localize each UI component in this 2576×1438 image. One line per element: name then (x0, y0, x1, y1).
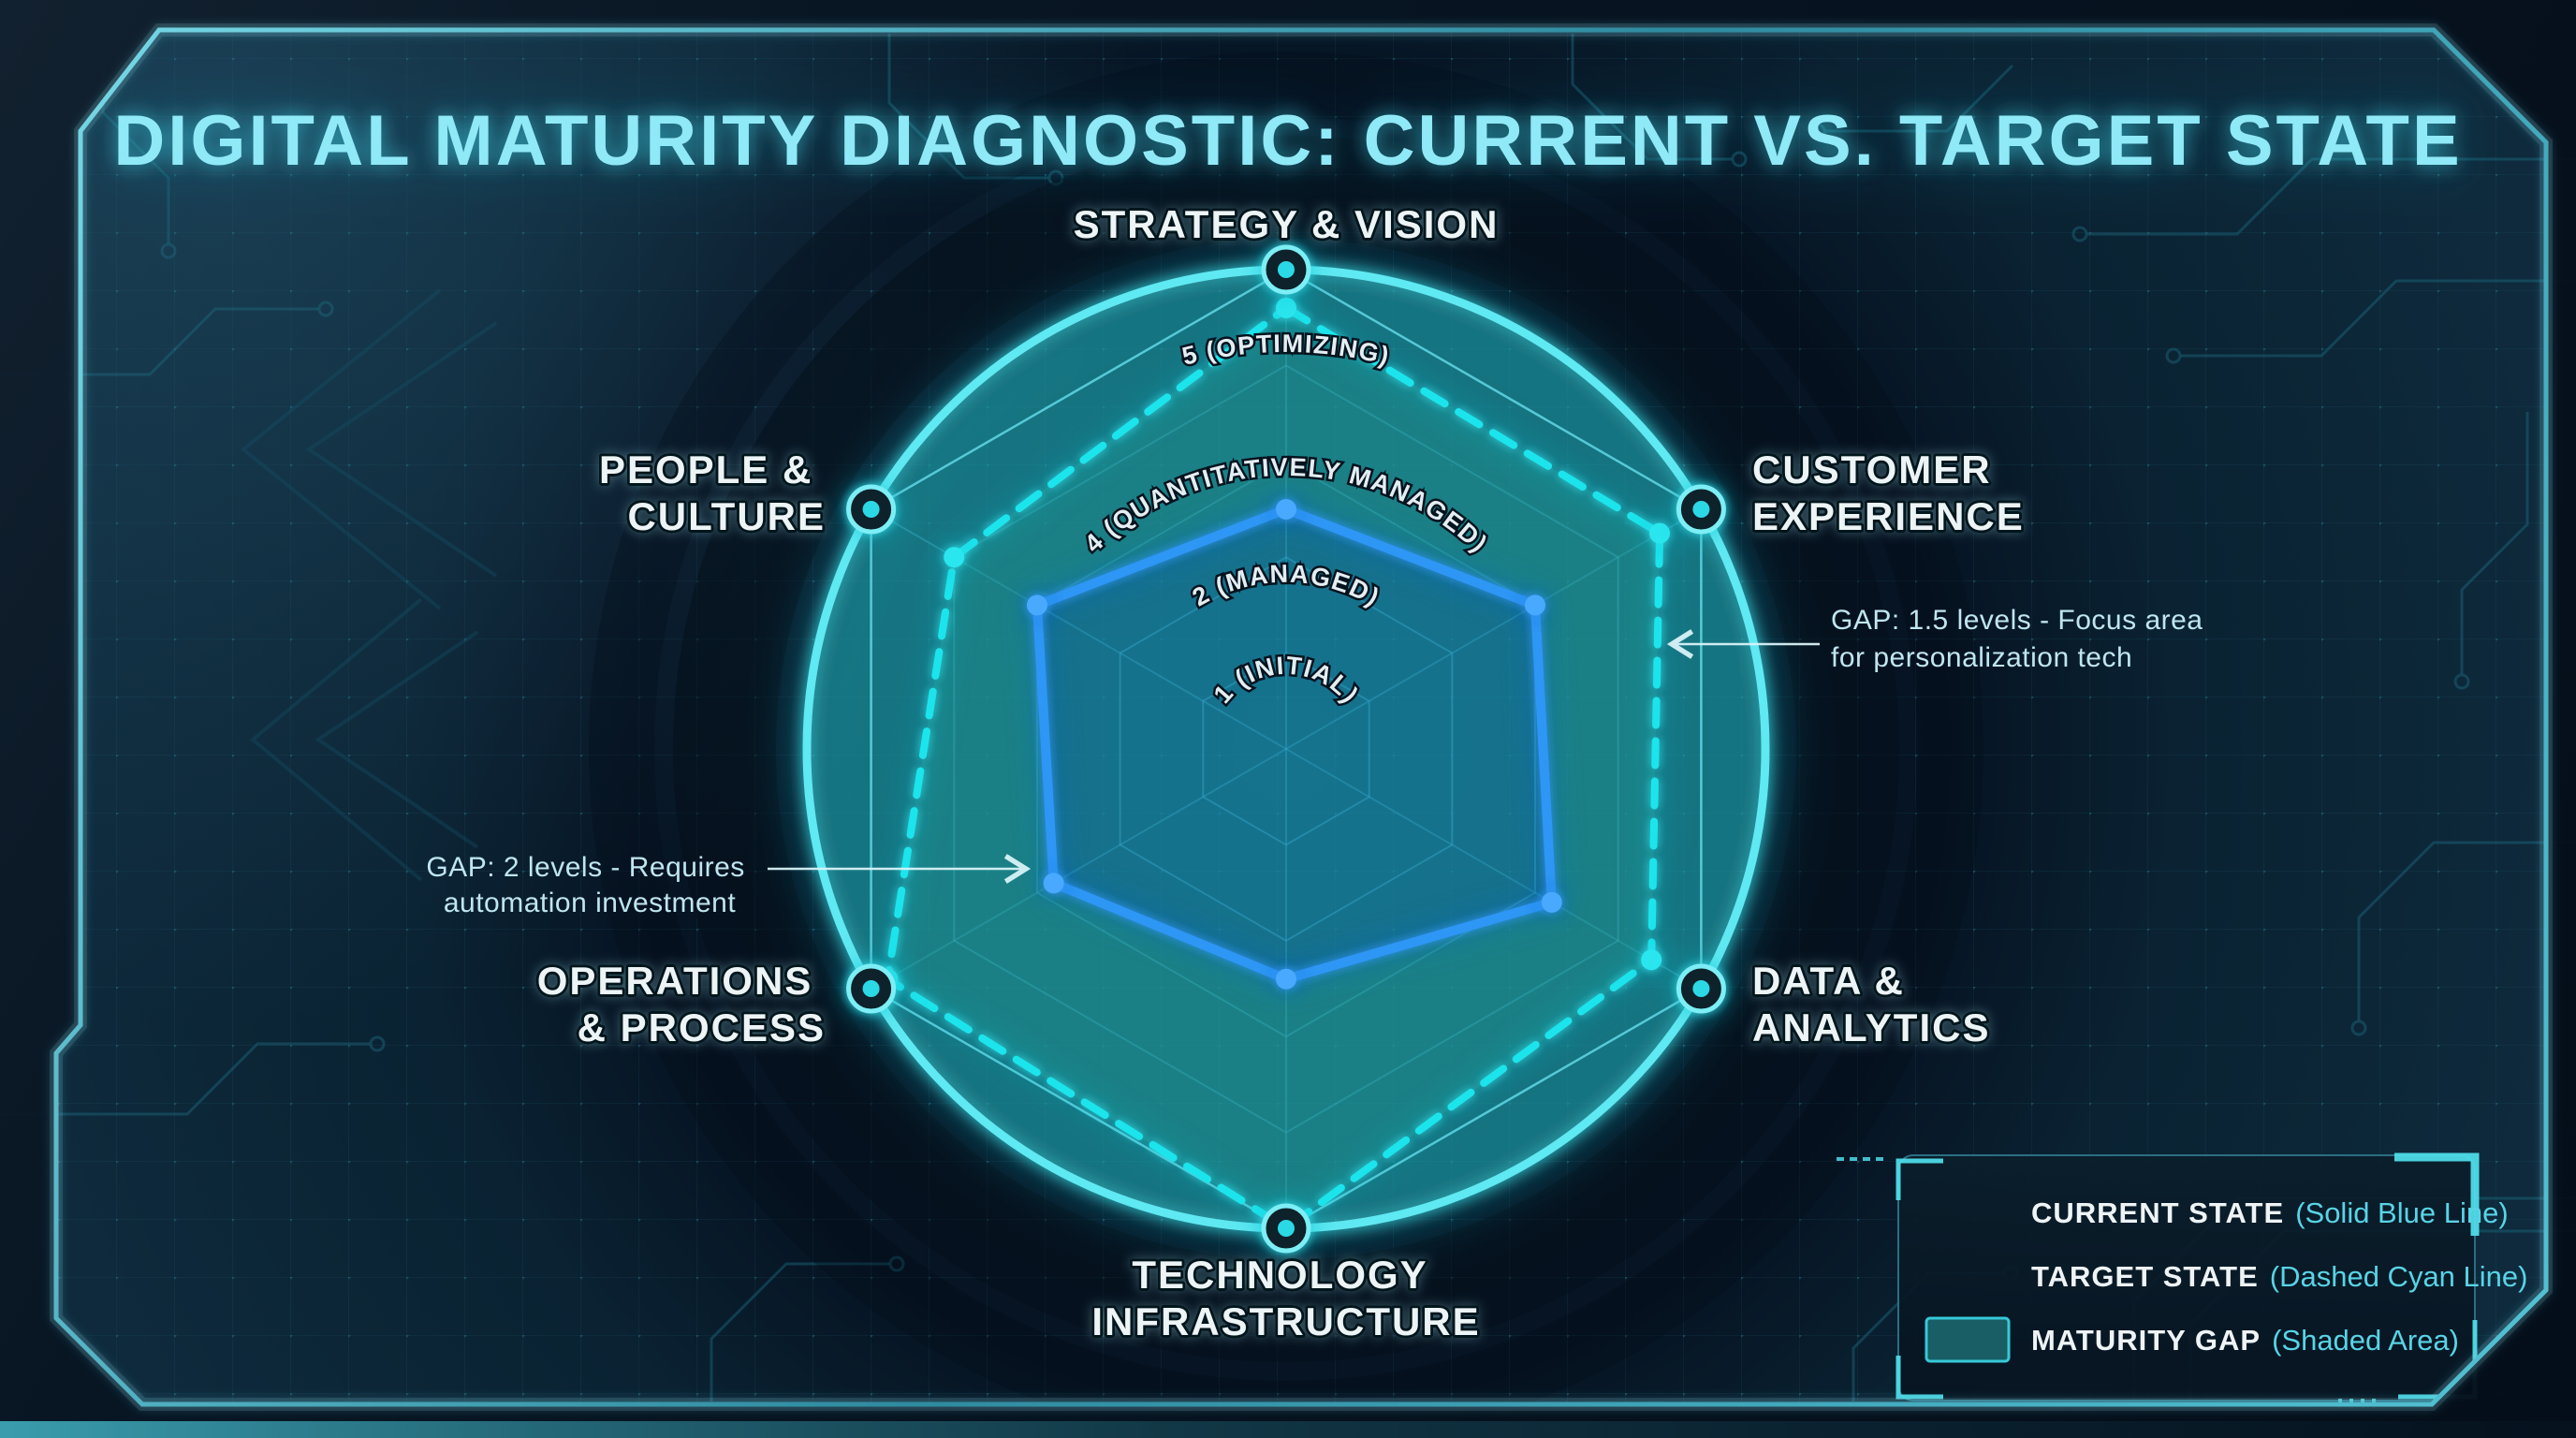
axis-node-core (1692, 501, 1710, 518)
axis-label-strategy-vision: STRATEGY & VISION (1074, 202, 1500, 246)
radar-spoke (1285, 508, 1702, 750)
radar-ring-level-1 (1202, 652, 1370, 846)
axis-node-core (1278, 1220, 1295, 1237)
legend-bracket-top-right (2394, 1152, 2480, 1236)
axis-label-data-analytics: DATA & ANALYTICS (1752, 959, 1990, 1049)
current-state-point (1541, 891, 1562, 913)
radar-chart: 1 (INITIAL)2 (MANAGED)4 (QUANTITATIVELY … (802, 244, 1770, 1254)
axis-label-operations-process: OPERATIONS & PROCESS (537, 959, 826, 1049)
current-state-point (1276, 968, 1296, 990)
target-state-point (1649, 522, 1671, 544)
legend-label-gap: MATURITY GAP(Shaded Area) (2031, 1324, 2459, 1357)
radar-spoke (871, 748, 1287, 990)
radar-spoke (871, 508, 1287, 750)
axis-node-core (862, 501, 880, 518)
legend: CURRENT STATE(Solid Blue Line) TARGET ST… (1837, 1152, 2527, 1408)
current-state-point (1026, 594, 1047, 616)
annotation-customer-gap: GAP: 1.5 levels - Focus area for persona… (1666, 605, 2211, 673)
legend-item-target-state: TARGET STATE(Dashed Cyan Line) (1926, 1260, 2527, 1293)
radar-ring-level-2 (1119, 556, 1454, 942)
legend-label-current: CURRENT STATE(Solid Blue Line) (2031, 1196, 2509, 1229)
current-state-point (1043, 873, 1064, 894)
legend-bracket-top-left (1895, 1158, 1943, 1200)
axis-node-core (862, 980, 880, 997)
current-state-point (1525, 594, 1546, 616)
annotation-customer-gap-text: GAP: 1.5 levels - Focus area for persona… (1831, 605, 2211, 673)
axis-label-customer-experience: CUSTOMER EXPERIENCE (1752, 448, 2025, 538)
axis-node-core (1692, 980, 1710, 997)
radar-spoke (1285, 748, 1702, 990)
legend-item-maturity-gap: MATURITY GAP(Shaded Area) (1925, 1316, 2459, 1363)
target-state-point (1276, 297, 1296, 318)
shaded-area-swatch-icon (1925, 1316, 2011, 1363)
legend-label-target: TARGET STATE(Dashed Cyan Line) (2031, 1260, 2527, 1293)
legend-panel (1897, 1154, 2476, 1401)
annotation-operations-gap: GAP: 2 levels - Requires automation inve… (426, 852, 1032, 918)
target-state-point (1641, 949, 1662, 971)
annotation-operations-gap-text: GAP: 2 levels - Requires automation inve… (426, 852, 753, 918)
current-state-fill (1037, 509, 1552, 979)
legend-item-current-state: CURRENT STATE(Solid Blue Line) (1921, 1196, 2509, 1229)
bottom-accent-strip (0, 1421, 2576, 1438)
maturity-gap-area (887, 308, 1661, 1228)
axis-node-core (1278, 261, 1295, 278)
axis-label-people-culture: PEOPLE & CULTURE (599, 448, 826, 538)
axis-labels: STRATEGY & VISION CUSTOMER EXPERIENCE DA… (534, 199, 2026, 1346)
frame-edge (53, 27, 2549, 1407)
legend-bracket-bottom-left (1895, 1356, 1943, 1400)
page-title: DIGITAL MATURITY DIAGNOSTIC: CURRENT VS.… (113, 101, 2462, 181)
target-state-point (944, 547, 965, 568)
axis-label-technology-infrastructure: TECHNOLOGY INFRASTRUCTURE (1091, 1253, 1480, 1343)
current-state-point (1276, 499, 1296, 520)
